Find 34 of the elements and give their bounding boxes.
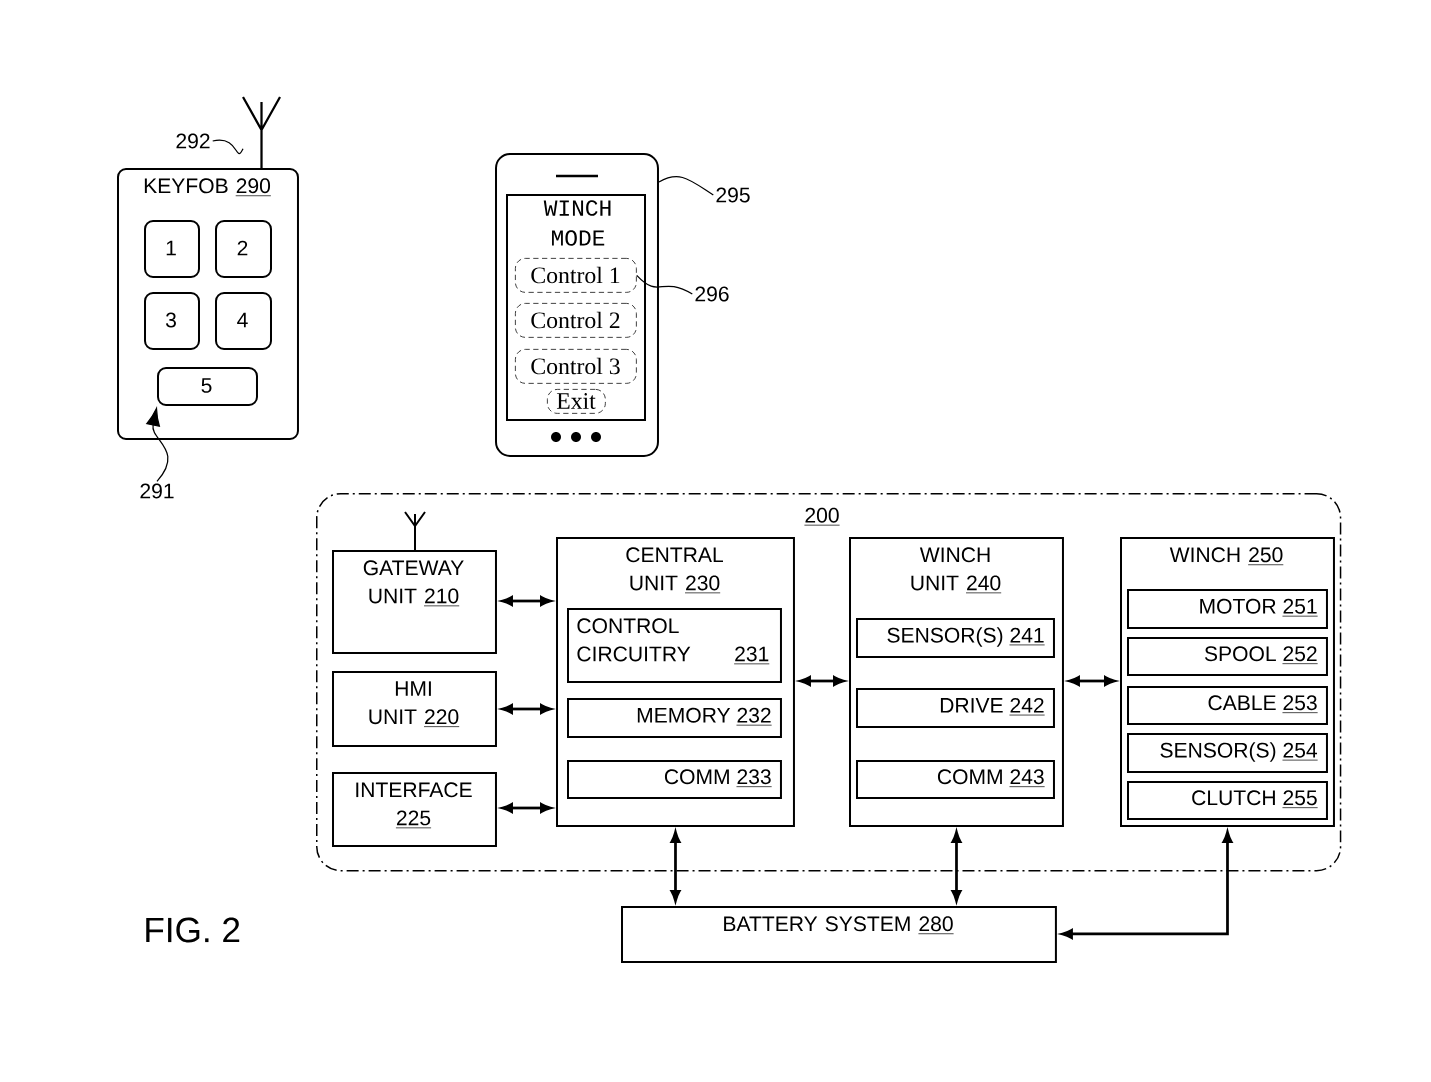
unit-box: HMI UNIT 220 (332, 671, 497, 747)
component-box: SENSOR(S) 254 (1127, 733, 1328, 773)
component-box: SPOOL 252 (1127, 637, 1328, 676)
keypad-button: 5 (157, 367, 258, 406)
component-box: COMM 233 (567, 760, 782, 799)
callout-number: 292 (176, 133, 210, 149)
component-box: DRIVE 242 (856, 688, 1055, 728)
component-box: COMM 243 (856, 760, 1055, 799)
control-button: Control 3 (515, 349, 637, 384)
callout-number: 295 (716, 187, 750, 203)
antenna-icon (241, 95, 282, 170)
unit-box: GATEWAY UNIT 210 (332, 550, 497, 654)
battery-box: BATTERY SYSTEM 280 (621, 906, 1057, 963)
unit-box: INTERFACE 225 (332, 772, 497, 847)
control-button: Control 1 (515, 258, 637, 293)
callout-number: 291 (140, 483, 174, 499)
component-box: CLUTCH 255 (1127, 781, 1328, 820)
keypad-button: 4 (215, 292, 272, 350)
leader-line (212, 139, 244, 155)
keypad-button: 1 (144, 220, 200, 278)
figure-label: FIG. 2 (146, 917, 240, 943)
keypad-button: 3 (144, 292, 200, 350)
component-box: MEMORY 232 (567, 698, 782, 738)
control-button: Exit (547, 389, 606, 414)
control-button: Control 2 (515, 303, 637, 338)
component-box: CONTROL CIRCUITRY 231 (567, 608, 782, 683)
leader-line (658, 176, 714, 196)
leader-line (636, 274, 693, 295)
component-box: MOTOR 251 (1127, 589, 1328, 629)
leader-line (146, 407, 169, 483)
keypad-button: 2 (215, 220, 272, 278)
component-box: SENSOR(S) 241 (856, 618, 1055, 658)
component-box: CABLE 253 (1127, 686, 1328, 725)
callout-number: 296 (695, 286, 729, 302)
